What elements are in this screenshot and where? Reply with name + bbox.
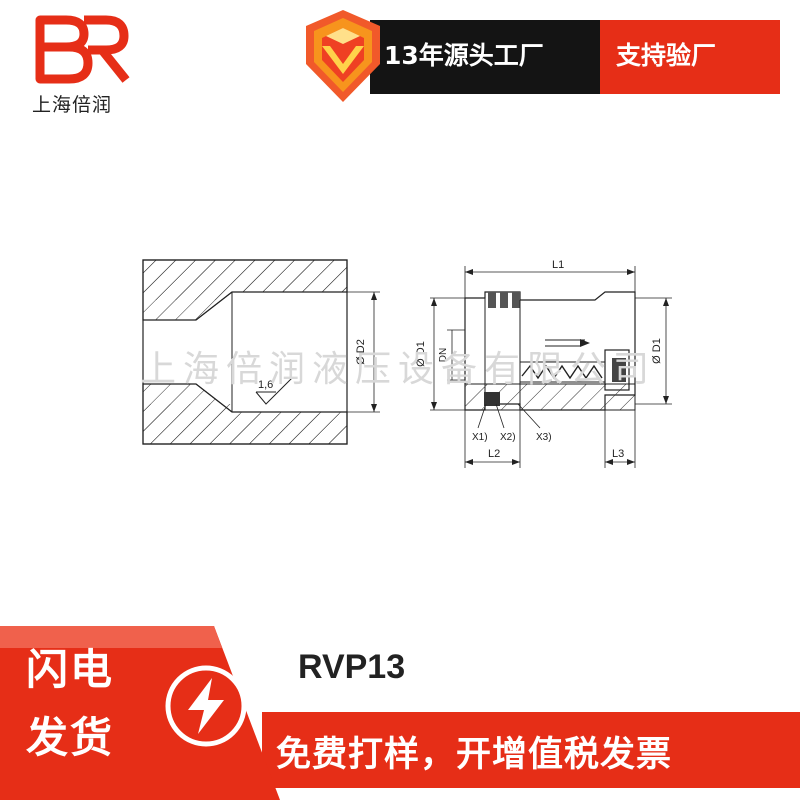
top-banner-red-section (600, 20, 780, 94)
dim-dn: DN (438, 348, 449, 362)
technical-drawing: Ø D2 1,6 L1 Ø D1 DN Ø D1 X1) X2) X3) L2 … (142, 259, 672, 468)
dim-l2: L2 (488, 448, 500, 460)
dim-d1-left: Ø D1 (415, 341, 427, 367)
company-name: 上海倍润 (32, 94, 113, 116)
dim-d2: Ø D2 (355, 339, 367, 365)
brand-logo (35, 15, 130, 84)
factory-audit-text: 支持验厂 (616, 41, 717, 70)
bottom-banner (262, 712, 800, 788)
free-sample-invoice-text: 免费打样，开增值税发票 (276, 735, 673, 775)
dim-l1: L1 (552, 259, 564, 271)
watermark-text: 上海倍润液压设备有限公司 (140, 349, 657, 390)
dim-l3: L3 (612, 448, 624, 460)
factory-years-text: 13年源头工厂 (384, 41, 544, 70)
roughness-value: 1,6 (258, 379, 273, 391)
lightning-icon (165, 665, 247, 747)
callout-x3: X3) (536, 432, 552, 443)
dim-d1-right: Ø D1 (651, 338, 663, 364)
callout-x2: X2) (500, 432, 516, 443)
shield-badge-icon (306, 10, 380, 102)
flash-text-line-1: 闪电 (26, 645, 115, 694)
flash-text-line-2: 发货 (26, 713, 115, 762)
callout-x1: X1) (472, 432, 488, 443)
product-model: RVP13 (298, 648, 406, 686)
